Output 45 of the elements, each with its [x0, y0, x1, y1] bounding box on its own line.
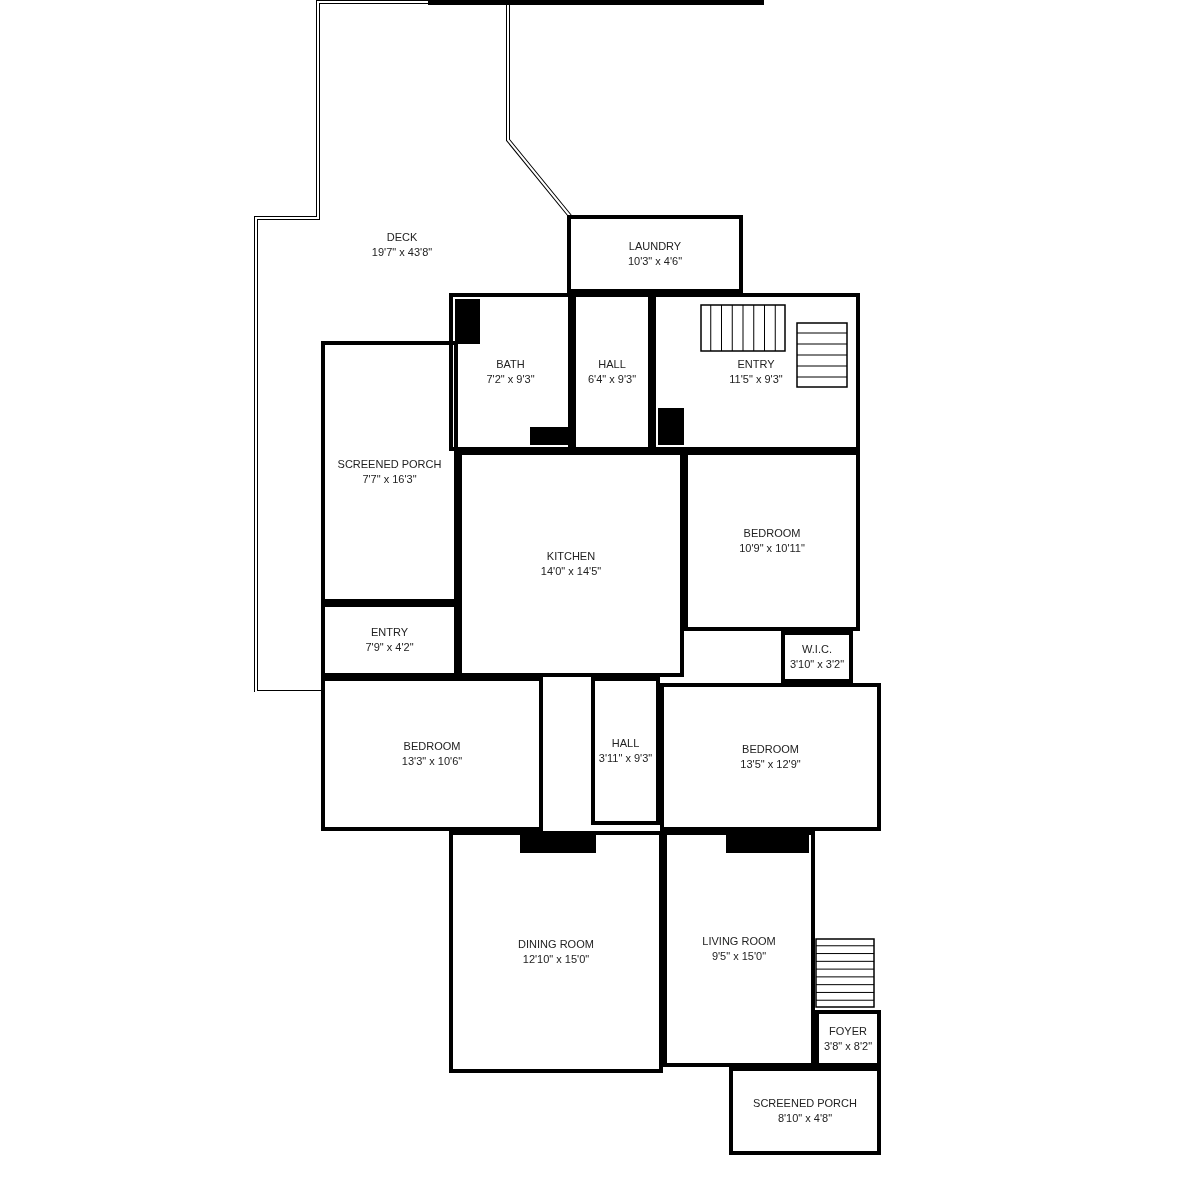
room-name: HALL: [611, 736, 640, 751]
room-outline: [572, 293, 652, 451]
room-name: BATH: [496, 357, 525, 372]
room-name: KITCHEN: [546, 549, 596, 564]
room-dimensions: 13'5" x 12'9": [740, 757, 801, 772]
room-name: BEDROOM: [742, 742, 799, 757]
room-outline: [591, 677, 660, 825]
room-dimensions: 3'10" x 3'2": [789, 657, 845, 672]
room-dimensions: 12'10" x 15'0": [522, 952, 590, 967]
room-dimensions: 10'9" x 10'11": [739, 541, 805, 556]
room-outline: [567, 215, 743, 293]
room-dimensions: 11'5" x 9'3": [729, 372, 783, 387]
room-name: BEDROOM: [743, 526, 801, 541]
room-outline: [729, 1067, 881, 1155]
room-outline: [781, 631, 853, 683]
room-outline: [458, 451, 684, 677]
room-name: LAUNDRY: [628, 239, 682, 254]
room-dimensions: 3'8" x 8'2": [823, 1038, 873, 1054]
room-name: SCREENED PORCH: [337, 457, 442, 472]
room-dimensions: 7'2" x 9'3": [486, 372, 535, 387]
room-name: DINING ROOM: [518, 937, 594, 952]
room-dimensions: 9'5" x 15'0": [711, 949, 767, 964]
room-outline: [449, 831, 663, 1073]
room-name: ENTRY: [370, 625, 409, 640]
room-dimensions: 19'7" x 43'8": [371, 245, 433, 260]
room-name: HALL: [598, 357, 626, 372]
room-name: DECK: [386, 230, 418, 245]
room-dimensions: 14'0" x 14'5": [540, 564, 602, 579]
room-outline: [660, 683, 881, 831]
room-name: ENTRY: [737, 357, 775, 372]
room-dimensions: 3'11" x 9'3": [598, 751, 653, 766]
room-name: FOYER: [829, 1023, 867, 1039]
room-name: W.I.C.: [802, 642, 832, 657]
room-dimensions: 7'7" x 16'3": [362, 472, 417, 487]
room-dimensions: 10'3" x 4'6": [627, 254, 683, 269]
room-dimensions: 6'4" x 9'3": [587, 372, 637, 387]
room-outline: [684, 451, 860, 631]
room-dimensions: 7'9" x 4'2": [365, 640, 414, 655]
room-outline: [321, 677, 543, 831]
room-name: LIVING ROOM: [702, 934, 776, 949]
room-name: SCREENED PORCH: [753, 1096, 857, 1111]
room-dimensions: 8'10" x 4'8": [777, 1111, 833, 1126]
room-outline: [815, 1010, 881, 1067]
room-name: BEDROOM: [403, 739, 461, 754]
room-dimensions: 13'3" x 10'6": [401, 754, 463, 769]
